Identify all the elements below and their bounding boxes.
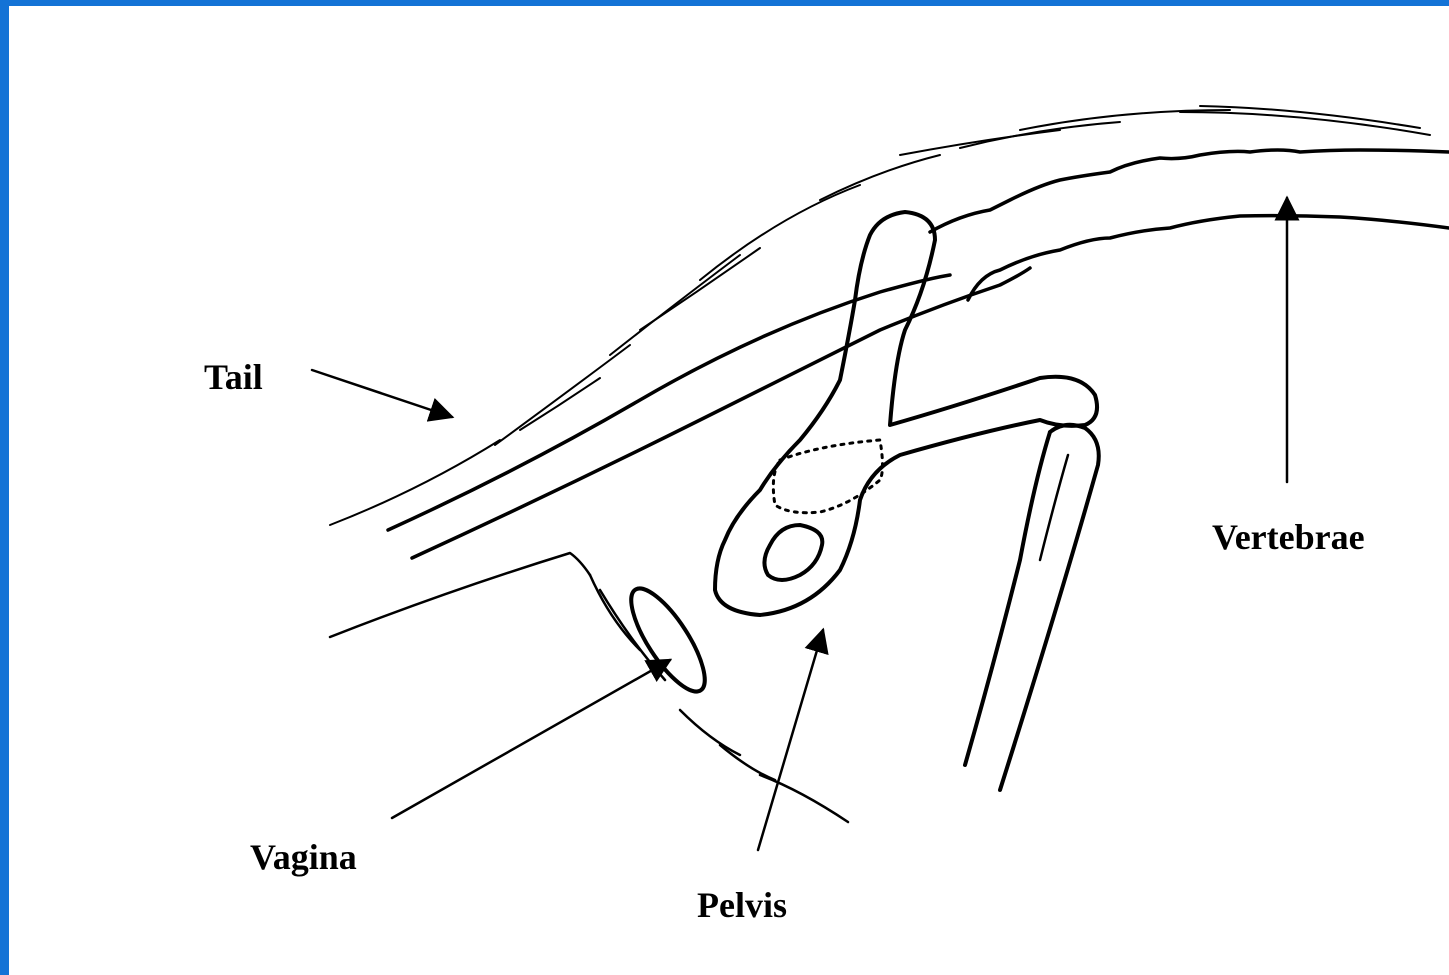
- pelvis-bones: [715, 212, 1099, 790]
- vagina-arrow: [392, 660, 670, 818]
- vertebrae-lines: [930, 150, 1449, 300]
- pelvis-arrow: [758, 630, 823, 850]
- body-outline: [330, 553, 848, 822]
- pelvis-label: Pelvis: [697, 887, 787, 923]
- tail-arrow: [312, 370, 452, 417]
- tail-hair-strokes: [330, 106, 1430, 525]
- vertebrae-label: Vertebrae: [1212, 519, 1365, 555]
- vagina-label: Vagina: [250, 839, 357, 875]
- tail-label: Tail: [204, 359, 263, 395]
